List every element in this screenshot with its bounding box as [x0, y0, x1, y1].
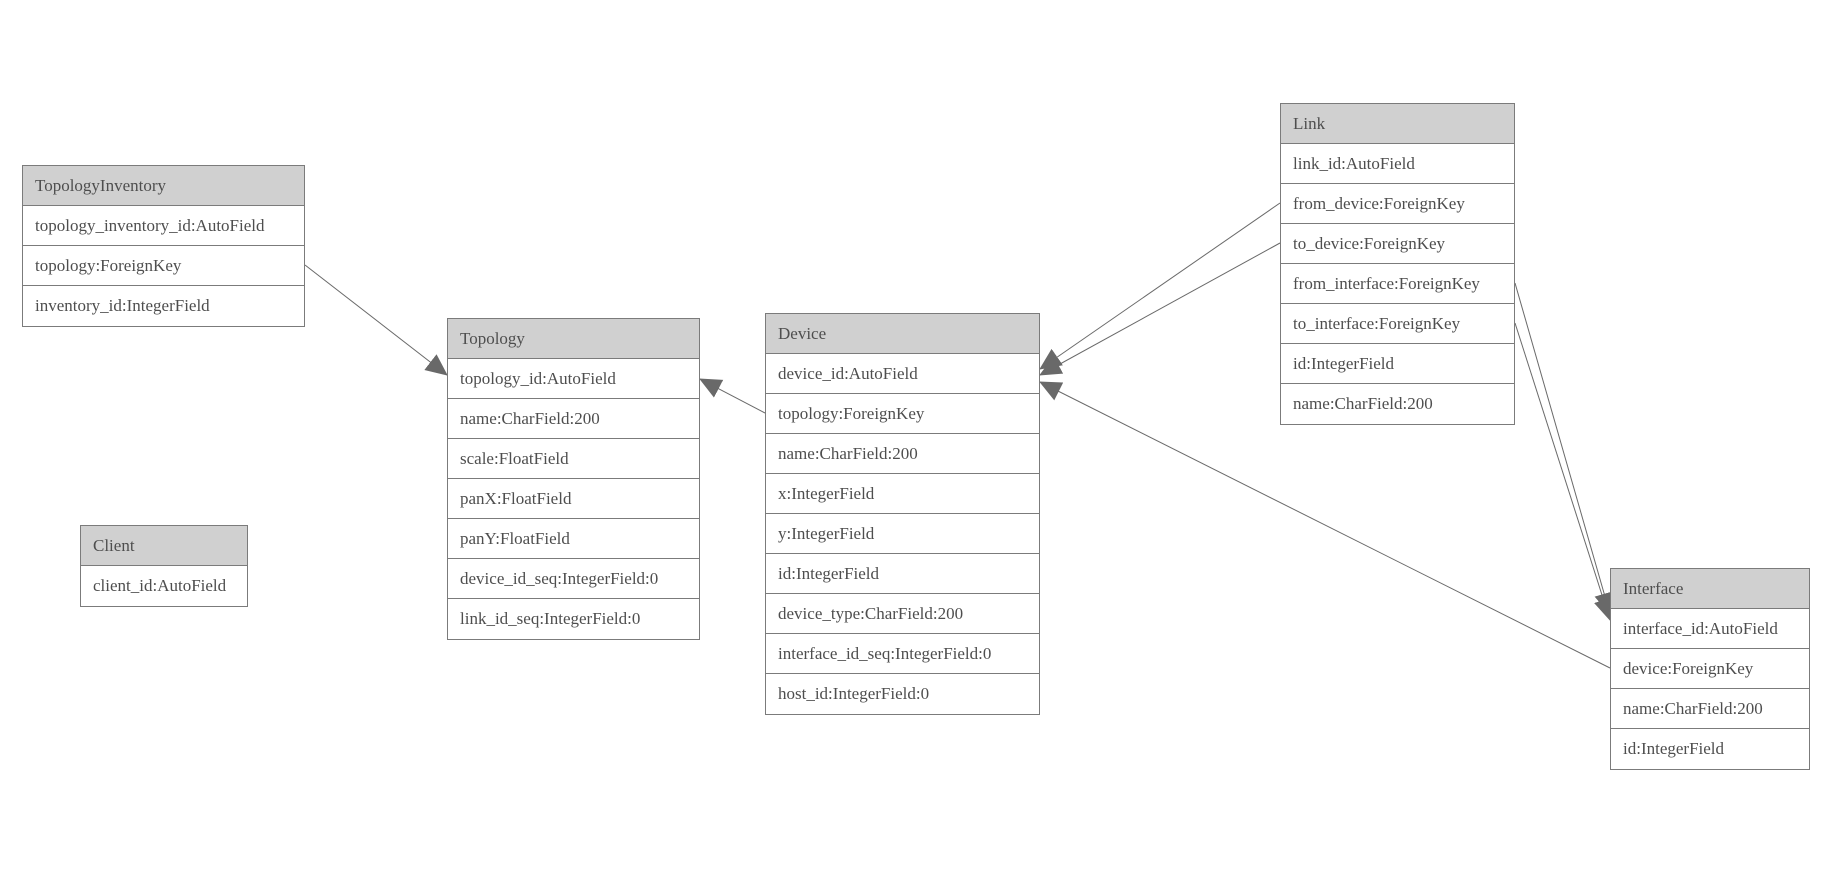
- field-row-link-to_interface: to_interface:ForeignKey: [1281, 304, 1514, 344]
- field-row-link-to_device: to_device:ForeignKey: [1281, 224, 1514, 264]
- field-row-topology-link_id_seq: link_id_seq:IntegerField:0: [448, 599, 699, 639]
- field-row-device-y: y:IntegerField: [766, 514, 1039, 554]
- field-row-device-interface_id_seq: interface_id_seq:IntegerField:0: [766, 634, 1039, 674]
- field-row-link-from_device: from_device:ForeignKey: [1281, 184, 1514, 224]
- field-row-link-name: name:CharField:200: [1281, 384, 1514, 424]
- field-row-client-client_id: client_id:AutoField: [81, 566, 247, 606]
- field-row-device-topology: topology:ForeignKey: [766, 394, 1039, 434]
- relation-line-link-from_interface-interface: [1514, 282, 1614, 615]
- relation-line-topologyinventory-topology: [304, 264, 448, 376]
- field-row-link-link_id: link_id:AutoField: [1281, 144, 1514, 184]
- field-row-topologyinventory-topology_inventory_id: topology_inventory_id:AutoField: [23, 206, 304, 246]
- field-row-device-x: x:IntegerField: [766, 474, 1039, 514]
- entity-header-topology: Topology: [448, 319, 699, 359]
- entity-header-device: Device: [766, 314, 1039, 354]
- field-row-interface-device: device:ForeignKey: [1611, 649, 1809, 689]
- field-row-link-from_interface: from_interface:ForeignKey: [1281, 264, 1514, 304]
- field-row-topology-panX: panX:FloatField: [448, 479, 699, 519]
- field-row-topology-panY: panY:FloatField: [448, 519, 699, 559]
- field-row-device-id: id:IntegerField: [766, 554, 1039, 594]
- entity-header-link: Link: [1281, 104, 1514, 144]
- field-row-device-device_type: device_type:CharField:200: [766, 594, 1039, 634]
- field-row-topologyinventory-topology: topology:ForeignKey: [23, 246, 304, 286]
- field-row-device-name: name:CharField:200: [766, 434, 1039, 474]
- field-row-interface-interface_id: interface_id:AutoField: [1611, 609, 1809, 649]
- relation-line-link-to_device-device: [1039, 242, 1281, 376]
- field-row-topology-scale: scale:FloatField: [448, 439, 699, 479]
- field-row-topology-device_id_seq: device_id_seq:IntegerField:0: [448, 559, 699, 599]
- field-row-topology-name: name:CharField:200: [448, 399, 699, 439]
- relation-line-link-to_interface-interface: [1514, 322, 1614, 621]
- field-row-link-id: id:IntegerField: [1281, 344, 1514, 384]
- field-row-interface-id: id:IntegerField: [1611, 729, 1809, 769]
- field-row-topology-topology_id: topology_id:AutoField: [448, 359, 699, 399]
- field-row-topologyinventory-inventory_id: inventory_id:IntegerField: [23, 286, 304, 326]
- field-row-interface-name: name:CharField:200: [1611, 689, 1809, 729]
- entity-header-client: Client: [81, 526, 247, 566]
- entity-header-interface: Interface: [1611, 569, 1809, 609]
- relation-line-interface-device-device: [1039, 381, 1611, 669]
- field-row-device-device_id: device_id:AutoField: [766, 354, 1039, 394]
- relation-line-device-topology: [699, 378, 766, 414]
- field-row-device-host_id: host_id:IntegerField:0: [766, 674, 1039, 714]
- relation-line-link-from_device-device: [1039, 202, 1281, 370]
- entity-header-topologyinventory: TopologyInventory: [23, 166, 304, 206]
